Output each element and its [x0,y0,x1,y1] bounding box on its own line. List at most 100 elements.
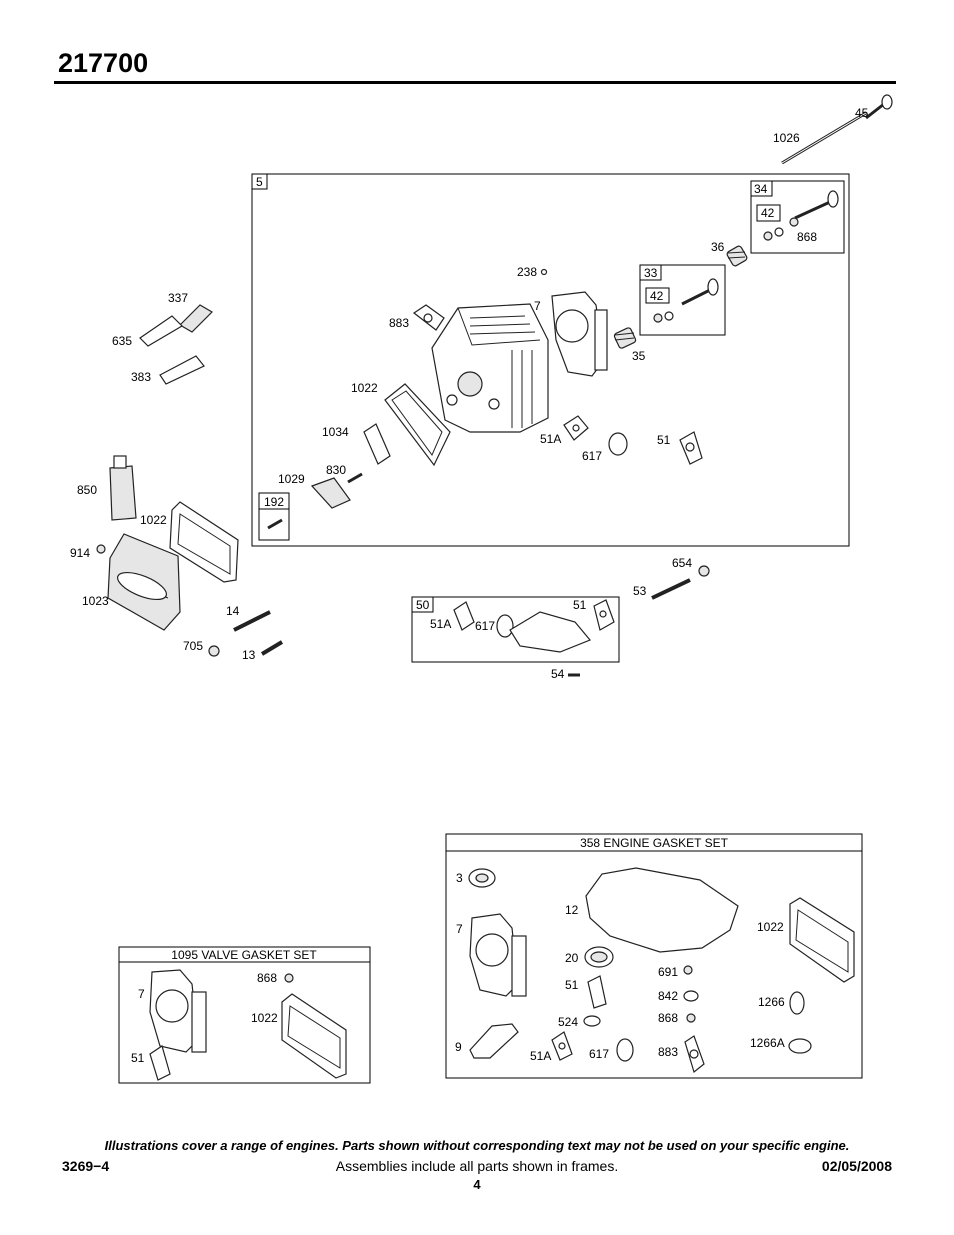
egs-gasket-51a [551,1031,573,1061]
callout-35: 35 [632,349,646,363]
engine-gasket-set-header: 358 ENGINE GASKET SET [580,836,729,850]
stud-part-13 [260,640,284,656]
callout-51-frame: 51 [573,598,587,612]
document-date: 02/05/2008 [821,1158,892,1174]
egs-callout-842: 842 [658,989,678,1003]
egs-callout-9: 9 [455,1040,462,1054]
gasket-part-51-frame [593,599,615,631]
egs-callout-1266a: 1266A [750,1036,785,1050]
frame-33-tag [639,264,662,281]
callout-45: 45 [855,106,869,120]
intake-valve-frame-34 [750,180,845,254]
frame-5-tag [251,173,268,190]
valve-gasket-set-frame [118,946,371,1084]
callout-868a: 868 [797,230,817,244]
callout-51a-top: 51A [540,432,561,446]
egs-callout-20: 20 [565,951,579,965]
callout-36: 36 [711,240,725,254]
egs-gasket-51 [587,975,607,1009]
frame-50-tag [411,596,434,613]
page-number: 4 [473,1177,481,1192]
egs-callout-51a: 51A [530,1049,551,1063]
nut-part-705 [208,645,220,657]
document-number: 3269−4 [62,1158,110,1174]
egs-crankcase-gasket-12 [585,867,739,953]
callout-192: 192 [264,495,284,509]
callout-51a-frame: 51A [430,617,451,631]
callout-1022a: 1022 [351,381,378,395]
vgs-head-gasket-7 [149,969,207,1053]
vgs-callout-51: 51 [131,1051,145,1065]
egs-o-ring-1266a [788,1038,812,1054]
push-rod-part [781,111,867,165]
callout-51-top: 51 [657,433,671,447]
stud-part-53 [651,578,691,600]
vgs-gasket-1022 [281,993,347,1079]
callout-1034: 1034 [322,425,349,439]
callout-654: 654 [672,556,692,570]
exhaust-valve-frame-33 [639,264,726,336]
frame-192-tag [258,492,290,510]
frame-42a-tag [756,204,781,222]
egs-seal-20 [584,946,614,968]
spark-plug-boot-part-635 [139,315,183,347]
egs-callout-7: 7 [456,922,463,936]
o-ring-617-top [608,432,628,456]
valve-cover-part-1023 [107,533,181,631]
callout-42a: 42 [761,206,775,220]
valve-spring-36 [726,245,748,267]
callout-830: 830 [326,463,346,477]
breather-part-1034 [363,423,391,465]
vgs-gasket-51 [149,1045,171,1081]
callout-914: 914 [70,546,90,560]
egs-callout-524: 524 [558,1015,578,1029]
callout-42b: 42 [650,289,664,303]
vgs-callout-868: 868 [257,971,277,985]
gasket-part-51-top [679,431,703,465]
callout-1029: 1029 [278,472,305,486]
valve-part-45 [865,94,893,120]
assemblies-note: Assemblies include all parts shown in fr… [335,1158,619,1174]
gasket-part-51a-top [563,415,589,441]
gasket-part-883 [412,304,445,331]
egs-o-ring-1266 [789,991,805,1015]
engine-gasket-set-frame [445,833,863,1079]
vgs-callout-7: 7 [138,987,145,1001]
callout-14: 14 [226,604,240,618]
callout-5: 5 [256,175,263,189]
valve-part-33 [653,278,719,323]
valve-gasket-set-header: 1095 VALVE GASKET SET [171,948,317,962]
vgs-seal-868 [284,973,294,983]
egs-washer-691 [683,965,693,975]
valve-spring-35 [613,327,637,349]
egs-gasket-1022 [789,897,855,983]
callout-1023: 1023 [82,594,109,608]
egs-oil-seal-3 [468,868,496,888]
head-gasket-part-7 [551,291,608,377]
egs-callout-51: 51 [565,978,579,992]
vgs-callout-1022: 1022 [251,1011,278,1025]
egs-callout-1266: 1266 [758,995,785,1009]
intake-manifold-part [509,611,591,653]
cover-part-1029 [310,477,351,509]
egs-o-ring-617 [616,1038,634,1062]
title-rule [54,81,896,84]
callout-13: 13 [242,648,256,662]
egs-callout-3: 3 [456,871,463,885]
screw-part-830 [347,472,363,484]
stud-part-14 [233,610,271,632]
callout-883: 883 [389,316,409,330]
gasket-part-51a-frame [453,601,475,631]
model-number-title: 217700 [58,48,149,78]
callout-50: 50 [416,598,430,612]
egs-callout-691: 691 [658,965,678,979]
sealant-tube-part-850 [109,455,137,521]
disclaimer-note: Illustrations cover a range of engines. … [104,1138,850,1153]
callout-33: 33 [644,266,658,280]
callout-617-top: 617 [582,449,602,463]
egs-seal-868 [686,1013,696,1023]
callout-617-frame: 617 [475,619,495,633]
callout-337: 337 [168,291,188,305]
callout-54: 54 [551,667,565,681]
